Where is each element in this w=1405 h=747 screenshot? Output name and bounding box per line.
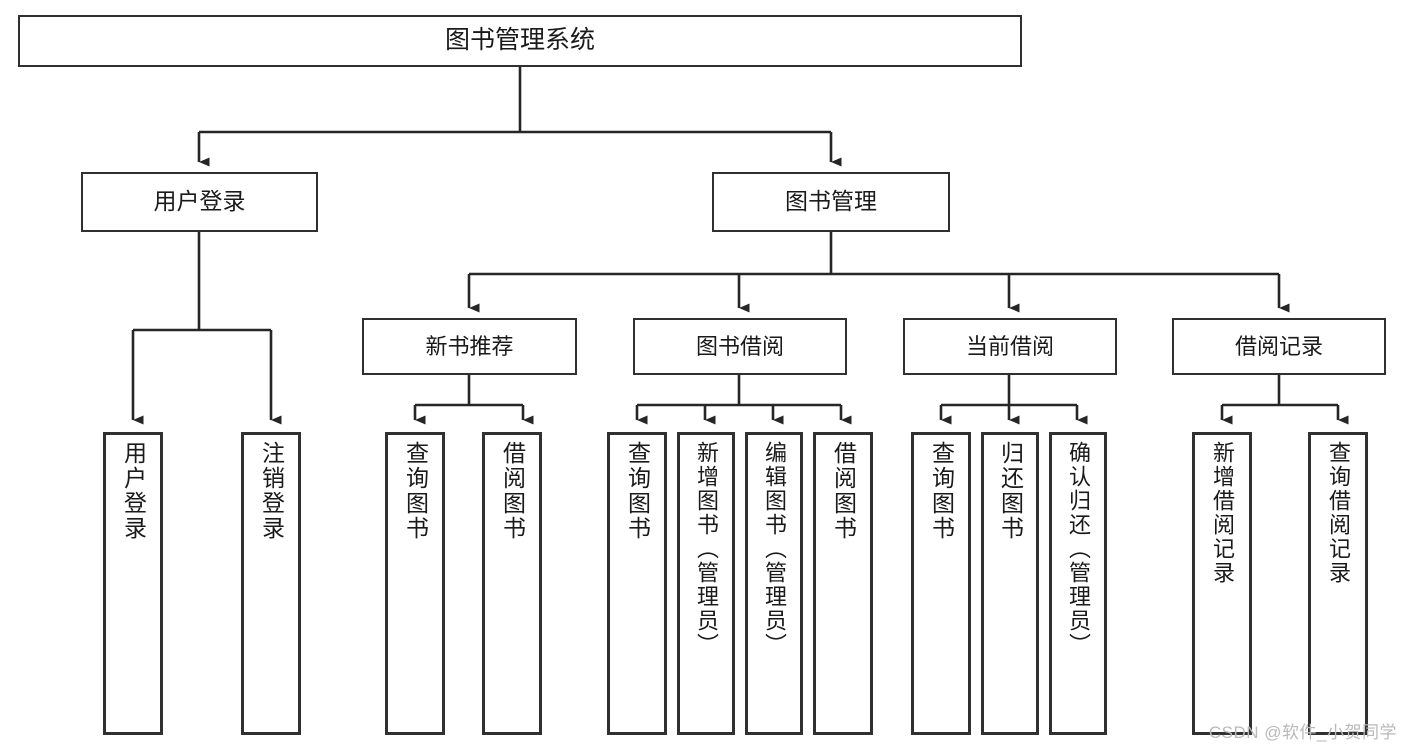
node-leaf-borrow-book-1-label: 借阅图书 bbox=[499, 441, 526, 541]
node-leaf-add-record-label: 新增借阅记录 bbox=[1210, 441, 1235, 585]
node-leaf-borrow-book-1[interactable]: 借阅图书 bbox=[482, 432, 542, 735]
node-leaf-logout-label: 注销登录 bbox=[258, 441, 285, 541]
node-leaf-confirm-return[interactable]: 确认归还（管理员） bbox=[1049, 432, 1107, 735]
node-leaf-query-record-label: 查询借阅记录 bbox=[1326, 441, 1351, 585]
node-leaf-query-book-3-label: 查询图书 bbox=[928, 441, 955, 541]
node-leaf-user-login-label: 用户登录 bbox=[120, 441, 147, 541]
node-leaf-return-book-label: 归还图书 bbox=[997, 441, 1024, 541]
node-leaf-edit-book-label: 编辑图书（管理员） bbox=[762, 441, 787, 657]
node-leaf-return-book[interactable]: 归还图书 bbox=[981, 432, 1039, 735]
node-root-label: 图书管理系统 bbox=[444, 26, 595, 55]
node-leaf-add-record[interactable]: 新增借阅记录 bbox=[1192, 432, 1252, 735]
node-leaf-add-book[interactable]: 新增图书（管理员） bbox=[677, 432, 735, 735]
node-leaf-borrow-book-2[interactable]: 借阅图书 bbox=[813, 432, 873, 735]
node-leaf-confirm-return-label: 确认归还（管理员） bbox=[1066, 441, 1091, 657]
node-leaf-query-book-2[interactable]: 查询图书 bbox=[607, 432, 667, 735]
watermark: CSDN @软件_小贺同学 bbox=[1208, 723, 1397, 742]
node-user-login[interactable]: 用户登录 bbox=[81, 172, 318, 232]
node-book-borrow[interactable]: 图书借阅 bbox=[633, 318, 847, 375]
node-current-borrow[interactable]: 当前借阅 bbox=[903, 318, 1117, 375]
node-leaf-logout[interactable]: 注销登录 bbox=[241, 432, 301, 735]
node-leaf-query-book-1[interactable]: 查询图书 bbox=[385, 432, 445, 735]
node-borrow-record[interactable]: 借阅记录 bbox=[1172, 318, 1386, 375]
node-leaf-query-book-2-label: 查询图书 bbox=[624, 441, 651, 541]
node-book-manage-label: 图书管理 bbox=[785, 188, 877, 215]
node-new-book-recommend-label: 新书推荐 bbox=[425, 333, 514, 359]
node-leaf-query-book-1-label: 查询图书 bbox=[402, 441, 429, 541]
node-book-borrow-label: 图书借阅 bbox=[695, 333, 784, 359]
node-leaf-borrow-book-2-label: 借阅图书 bbox=[830, 441, 857, 541]
node-leaf-user-login[interactable]: 用户登录 bbox=[103, 432, 163, 735]
node-leaf-edit-book[interactable]: 编辑图书（管理员） bbox=[745, 432, 803, 735]
node-current-borrow-label: 当前借阅 bbox=[965, 333, 1054, 359]
node-leaf-query-record[interactable]: 查询借阅记录 bbox=[1308, 432, 1368, 735]
node-root[interactable]: 图书管理系统 bbox=[18, 15, 1022, 67]
node-borrow-record-label: 借阅记录 bbox=[1234, 333, 1323, 359]
node-user-login-label: 用户登录 bbox=[153, 188, 246, 215]
node-leaf-add-book-label: 新增图书（管理员） bbox=[694, 441, 719, 657]
node-new-book-recommend[interactable]: 新书推荐 bbox=[362, 318, 577, 375]
node-book-manage[interactable]: 图书管理 bbox=[712, 172, 950, 232]
node-leaf-query-book-3[interactable]: 查询图书 bbox=[911, 432, 971, 735]
